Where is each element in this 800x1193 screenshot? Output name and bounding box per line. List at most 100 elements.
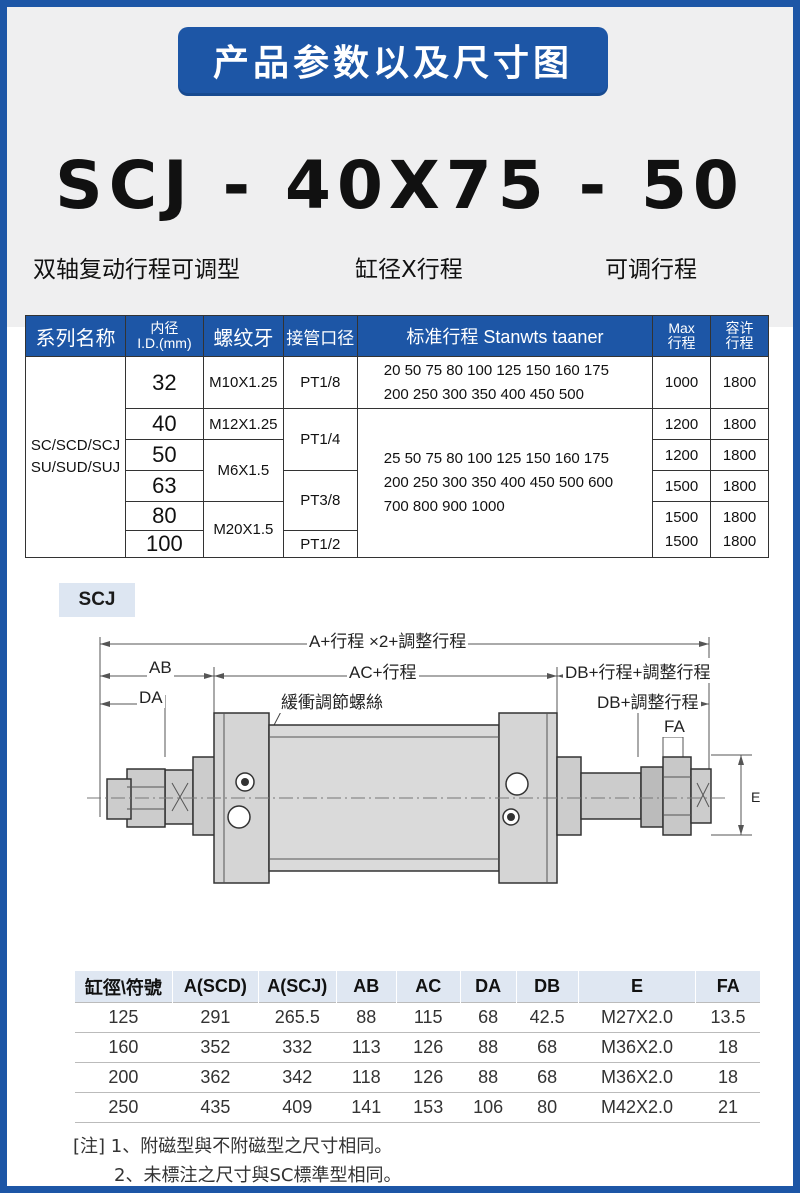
dimension-cell: 13.5: [695, 1002, 760, 1033]
dimension-header-cell: DB: [515, 971, 579, 1003]
dimension-cell: 435: [172, 1092, 259, 1123]
dimension-cell: 332: [258, 1032, 337, 1063]
port-cell: PT1/8: [282, 356, 358, 409]
dimension-cell: 68: [516, 1032, 579, 1063]
dimension-cell: 200: [74, 1062, 173, 1093]
section-banner: 产品参数以及尺寸图: [178, 27, 608, 93]
spec-row-100: 100 PT1/2: [26, 530, 769, 558]
dimension-cell: 342: [258, 1062, 337, 1093]
dimension-cell: M27X2.0: [578, 1002, 696, 1033]
dimension-cell: 125: [74, 1002, 173, 1033]
dimension-cell: 18: [695, 1062, 760, 1093]
dimension-cell: 68: [516, 1062, 579, 1093]
dimension-cell: 18: [695, 1032, 760, 1063]
max-cell: 1200: [652, 408, 712, 440]
thread-cell: M20X1.5: [202, 501, 284, 558]
dimension-header-cell: AC: [395, 971, 461, 1003]
dimension-cell: 113: [336, 1032, 397, 1063]
header-allow: 容许行程: [710, 315, 769, 357]
port-cell: PT1/4: [282, 408, 358, 471]
header-stroke: 标准行程 Stanwts taaner: [356, 315, 654, 357]
dimension-cell: 126: [396, 1062, 461, 1093]
dimension-header-cell: AB: [335, 971, 397, 1003]
dim-label-ac: AC+行程: [347, 658, 419, 683]
bore-cell: 100: [124, 530, 204, 558]
dimension-cell: 250: [74, 1092, 173, 1123]
dimension-header-cell: FA: [695, 971, 760, 1003]
dim-label-e: E: [749, 789, 763, 805]
dimension-cell: 409: [258, 1092, 337, 1123]
dimension-cell: 115: [396, 1002, 461, 1033]
dimension-cell: 126: [396, 1032, 461, 1063]
thread-cell: M6X1.5: [202, 439, 284, 502]
dimension-cell: 141: [336, 1092, 397, 1123]
drawing-tag: SCJ: [59, 583, 135, 617]
bore-cell: 63: [124, 470, 204, 502]
cylinder-drawing: [87, 637, 752, 884]
thread-cell: M12X1.25: [202, 408, 284, 440]
bore-cell: 80: [124, 501, 204, 531]
dimension-cell: 88: [460, 1032, 517, 1063]
dimension-cell: 88: [460, 1062, 517, 1093]
dimension-cell: 68: [460, 1002, 517, 1033]
dimension-header-cell: DA: [459, 971, 517, 1003]
subtitle-adjust: 可调行程: [605, 257, 697, 283]
allow-cell: 1800: [710, 408, 769, 440]
dimension-cell: 160: [74, 1032, 173, 1063]
cushion-screw-label: 緩衝調節螺絲: [279, 688, 385, 713]
dim-label-fa: FA: [662, 717, 687, 737]
dimension-cell: 80: [516, 1092, 579, 1123]
header-thread: 螺纹牙: [202, 315, 284, 357]
dimension-cell: 265.5: [258, 1002, 337, 1033]
dimension-cell: 362: [172, 1062, 259, 1093]
header-series: 系列名称: [25, 315, 126, 357]
note-line-1: [注] 1、附磁型與不附磁型之尺寸相同。: [73, 1136, 393, 1157]
dimension-cell: 291: [172, 1002, 259, 1033]
dimension-cell: M36X2.0: [578, 1062, 696, 1093]
allow-cell: 1800: [710, 439, 769, 471]
spec-row-63: 63 PT3/8 1500 1800: [26, 470, 769, 531]
dimension-cell: 352: [172, 1032, 259, 1063]
dim-label-db1: DB+行程+調整行程: [563, 658, 713, 683]
bore-cell: 32: [124, 356, 204, 409]
spec-row-40: 40 M12X1.25 PT1/4 25 50 75 80 100 125 15…: [26, 408, 769, 558]
dim-label-da: DA: [137, 688, 165, 708]
dimension-header-cell: E: [577, 971, 696, 1003]
dimension-header-cell: 缸徑\符號: [74, 971, 173, 1003]
max-cell: 1000: [652, 356, 712, 409]
port-cell: PT3/8: [282, 470, 358, 531]
dim-label-db2: DB+調整行程: [595, 688, 701, 713]
dim-label-ab: AB: [147, 658, 174, 678]
dimension-header-cell: A(SCJ): [257, 971, 337, 1003]
port-cell: PT1/2: [282, 530, 358, 558]
note-line-2: 2、未標注之尺寸與SC標準型相同。: [114, 1165, 402, 1186]
max-cell: 1200: [652, 439, 712, 471]
bore-cell: 40: [124, 408, 204, 440]
max-cell: 1500: [652, 470, 712, 502]
dimension-cell: M42X2.0: [578, 1092, 696, 1123]
dimension-cell: 42.5: [516, 1002, 579, 1033]
dimension-cell: 88: [336, 1002, 397, 1033]
dimension-cell: 21: [695, 1092, 760, 1123]
dimension-cell: 106: [460, 1092, 517, 1123]
allow-cell: 1800: [710, 470, 769, 502]
dimension-cell: 153: [396, 1092, 461, 1123]
model-code: SCJ - 40X75 - 50: [55, 147, 745, 224]
